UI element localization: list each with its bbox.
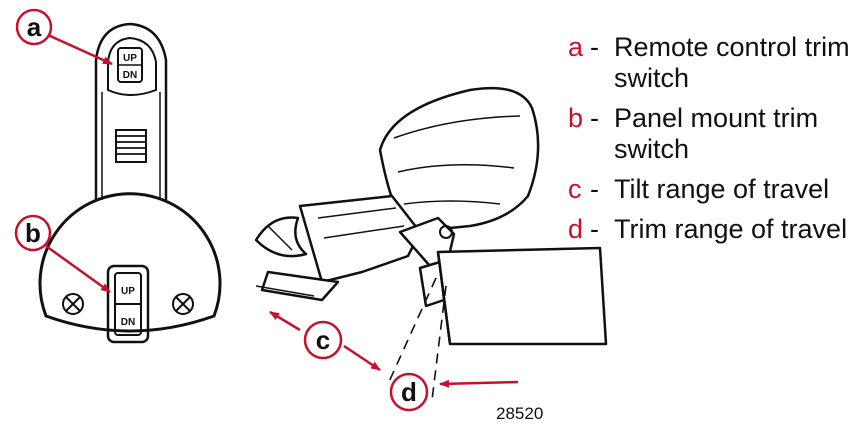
svg-text:c: c	[316, 325, 330, 355]
figure-number: 28520	[496, 404, 544, 423]
legend-key: d	[568, 214, 584, 244]
legend-text: Remote control trim switch	[614, 32, 850, 93]
legend-key: b	[568, 103, 584, 133]
legend-key: a	[568, 32, 584, 62]
boat-transom	[436, 246, 608, 346]
legend-dash: -	[590, 32, 599, 62]
legend-text: Tilt range of travel	[614, 174, 830, 204]
svg-text:d: d	[401, 377, 417, 407]
svg-text:b: b	[25, 218, 41, 248]
trim-travel-guides	[387, 277, 447, 401]
legend-text: Panel mount trim switch	[614, 103, 819, 164]
callout-a: a	[15, 8, 53, 46]
legend-item-a: a - Remote control trim switch	[568, 32, 850, 94]
legend-item-b: b - Panel mount trim switch	[568, 103, 850, 165]
callout-d: d	[389, 372, 429, 412]
legend: a - Remote control trim switch b - Panel…	[568, 32, 850, 254]
svg-text:a: a	[27, 12, 42, 42]
arrow-b	[45, 244, 111, 294]
arrow-d	[439, 379, 519, 388]
remote-grip-ridges	[115, 129, 147, 163]
remote-switch-up-label: UP	[123, 53, 137, 64]
remote-control-handle: UP DN	[94, 22, 168, 200]
legend-dash: -	[590, 174, 599, 204]
callout-b: b	[14, 214, 52, 252]
skeg	[260, 270, 340, 302]
remote-switch-dn-label: DN	[123, 70, 137, 81]
callout-arrows	[45, 33, 519, 388]
right-screw	[172, 293, 194, 315]
callout-c: c	[303, 320, 343, 360]
arrow-a	[47, 33, 113, 66]
arrow-c-right	[343, 344, 381, 372]
legend-item-c: c - Tilt range of travel	[568, 174, 850, 205]
panel-mount-switch: UP DN	[38, 192, 222, 344]
arrow-c-left	[269, 310, 301, 332]
left-screw	[62, 293, 84, 315]
propeller	[254, 216, 308, 258]
panel-switch-up-label: UP	[121, 286, 135, 297]
panel-switch-dn-label: DN	[121, 317, 135, 328]
legend-dash: -	[590, 214, 599, 244]
panel-trim-switch-frame	[106, 264, 150, 344]
outboard-motor-illustration	[254, 86, 608, 346]
legend-dash: -	[590, 103, 599, 133]
midsection	[298, 194, 422, 284]
legend-key: c	[568, 174, 582, 204]
legend-text: Trim range of travel	[614, 214, 848, 244]
legend-item-d: d - Trim range of travel	[568, 214, 850, 245]
